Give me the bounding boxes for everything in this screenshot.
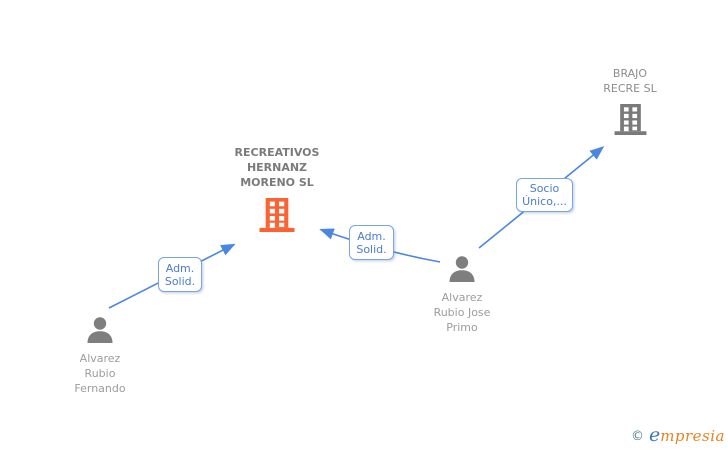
edge-label-line: Único,... xyxy=(522,195,567,208)
edge-label-line: Solid. xyxy=(164,274,196,288)
building-icon xyxy=(614,104,646,135)
edge-label-adm-solid-1[interactable]: Adm. Solid. xyxy=(158,257,202,292)
edge-label-line: Solid. xyxy=(356,242,387,256)
person-name-line: Fernando xyxy=(74,382,126,395)
person-name-line: Alvarez xyxy=(79,352,121,365)
edge-label-adm-solid-2[interactable]: Adm. Solid. xyxy=(349,225,394,260)
company-name-line: RECRE SL xyxy=(603,82,657,95)
building-icon xyxy=(259,198,295,232)
person-icon xyxy=(87,317,113,343)
company-name-line: HERNANZ xyxy=(246,161,308,174)
company-node-brajo-recre-sl[interactable]: BRAJO RECRE SL xyxy=(570,66,690,135)
person-icon xyxy=(449,256,475,282)
copyright-icon: © xyxy=(630,429,644,444)
person-name-line: Primo xyxy=(446,321,478,334)
edge-label-line: Adm. xyxy=(357,229,386,243)
person-name: Alvarez Rubio Fernando xyxy=(74,351,125,396)
brand-text: mpresia xyxy=(660,427,725,445)
person-name-line: Rubio Jose xyxy=(433,306,491,319)
company-node-recreativos-hernanz-moreno-sl[interactable]: RECREATIVOS HERNANZ MORENO SL xyxy=(217,145,337,232)
person-name: Alvarez Rubio Jose Primo xyxy=(434,290,491,335)
person-node-alvarez-rubio-fernando[interactable]: Alvarez Rubio Fernando xyxy=(40,317,160,396)
edge-label-line: Adm. xyxy=(165,261,195,275)
edge-label-line: Socio xyxy=(529,182,560,195)
company-name-line: RECREATIVOS xyxy=(234,146,320,159)
person-name-line: Rubio xyxy=(84,367,116,380)
company-name: RECREATIVOS HERNANZ MORENO SL xyxy=(235,145,320,190)
brand-initial: e xyxy=(648,424,661,446)
company-name: BRAJO RECRE SL xyxy=(603,66,656,96)
person-name-line: Alvarez xyxy=(441,291,483,304)
person-node-alvarez-rubio-jose-primo[interactable]: Alvarez Rubio Jose Primo xyxy=(402,256,522,335)
company-name-line: BRAJO xyxy=(612,67,648,80)
edge-label-socio-unico[interactable]: Socio Único,... xyxy=(516,178,573,212)
empresia-logo[interactable]: © empresia xyxy=(631,424,725,446)
company-name-line: MORENO SL xyxy=(240,176,314,189)
